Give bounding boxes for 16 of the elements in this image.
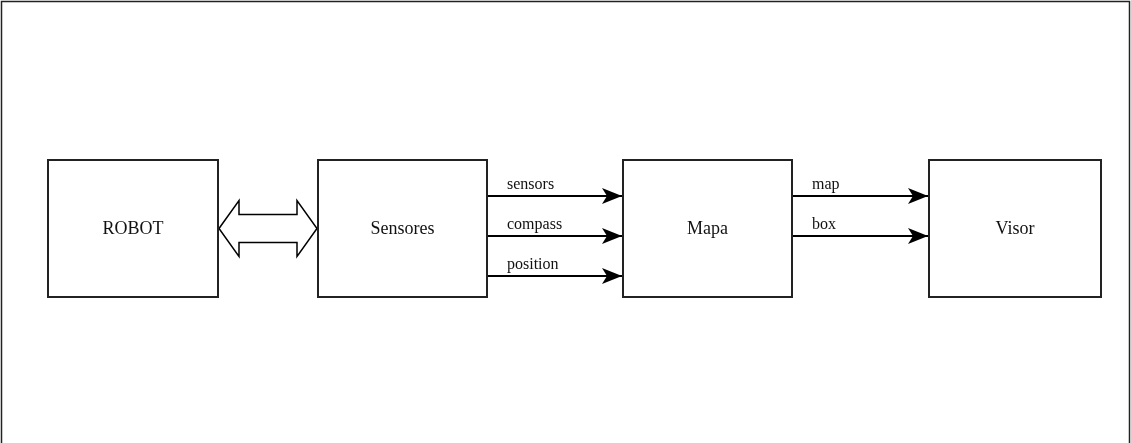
edge-label: position [506,256,560,272]
arrow [487,268,623,284]
node-label: ROBOT [102,218,164,239]
process-box [928,159,1102,298]
arrow [792,228,929,244]
node-label: Visor [995,218,1035,239]
arrow [792,188,929,204]
node-label: Mapa [687,218,728,239]
process-box [317,159,488,298]
edge-label: box [811,216,837,232]
double-block-arrow [218,198,318,259]
node-label: Sensores [370,218,435,239]
arrow [487,188,623,204]
process-box [622,159,793,298]
process-box [47,159,219,298]
arrow [487,228,623,244]
